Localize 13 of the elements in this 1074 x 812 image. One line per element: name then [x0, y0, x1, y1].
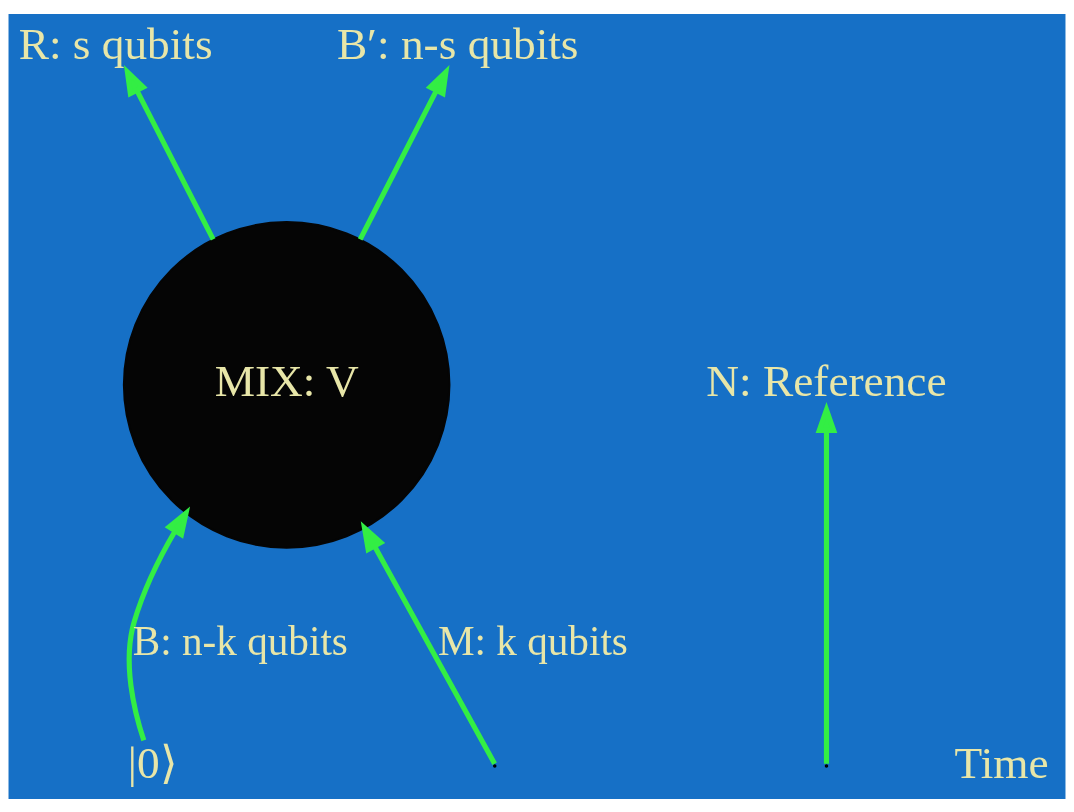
label: Time [954, 737, 1049, 788]
edge-label: M: k qubits [437, 617, 628, 664]
node-text: R: s qubits [18, 18, 213, 68]
arrow [123, 64, 216, 240]
node-text: B′: n-s qubits [336, 18, 579, 68]
node-text: |0⟩ [127, 737, 178, 788]
arrow [815, 401, 838, 764]
node-text: N: Reference [706, 355, 947, 406]
node-circle: MIX: V [122, 220, 451, 549]
edge-label: B: n-k qubits [132, 617, 348, 664]
arrow [126, 506, 191, 741]
arrow [357, 64, 450, 240]
arrow [360, 520, 497, 765]
